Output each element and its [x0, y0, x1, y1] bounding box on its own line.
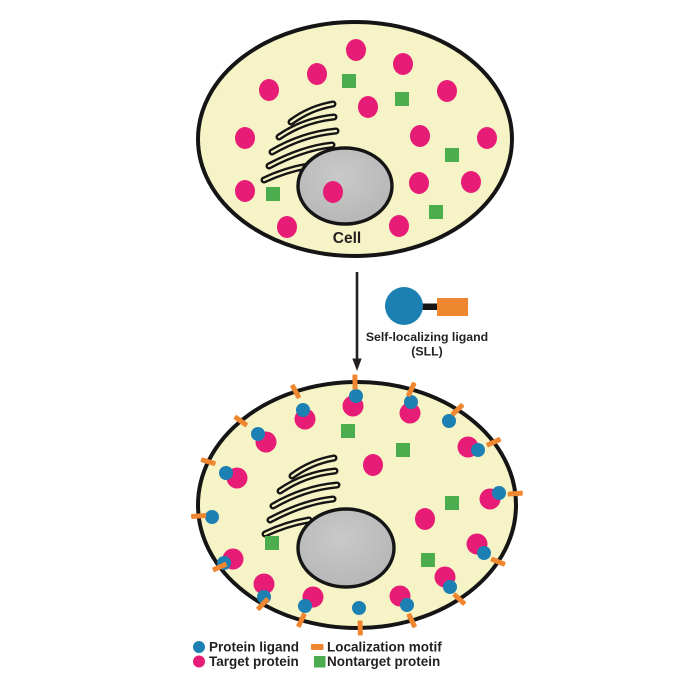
golgi-cisterna-lumen [277, 115, 336, 139]
protein-ligand-dot [298, 599, 312, 613]
legend: Protein ligand Target protein Localizati… [193, 640, 442, 669]
cell-membrane [196, 380, 518, 630]
localization-motif-tick [452, 592, 467, 606]
target-protein-dot [259, 79, 279, 101]
golgi-cisterna-lumen [289, 102, 335, 124]
nontarget-protein-swatch-icon [314, 656, 326, 668]
target-protein-dot [409, 172, 429, 194]
localization-motif-swatch-icon [311, 644, 324, 650]
target-proteins-group [235, 39, 497, 238]
target-protein-dot [253, 573, 275, 595]
target-protein-dot [277, 216, 297, 238]
target-protein-dot [235, 180, 255, 202]
protein-ligand-dot [352, 601, 366, 615]
protein-ligand-swatch-icon [193, 641, 205, 653]
target-protein-dot [461, 171, 481, 193]
localization-motif-tick [352, 374, 358, 390]
protein-ligand-dot [296, 403, 310, 417]
cell-before: Cell [196, 20, 514, 258]
golgi-cisterna-lumen [267, 143, 334, 168]
protein-ligand-dot [471, 443, 485, 457]
target-protein-dot [399, 402, 421, 424]
nontarget-protein-square [395, 92, 409, 106]
nontarget-protein-square [421, 553, 435, 567]
nontarget-protein-square [342, 74, 356, 88]
treatment-arrow [352, 272, 362, 371]
arrow-head-icon [352, 358, 362, 371]
legend-label-nontarget-protein: Nontarget protein [327, 654, 440, 669]
target-protein-dot [363, 454, 383, 476]
nontarget-protein-square [266, 187, 280, 201]
localization-motif-tick [296, 612, 307, 628]
protein-ligand-dot [251, 427, 265, 441]
protein-ligand-dot [349, 389, 363, 403]
target-protein-dot [437, 80, 457, 102]
sll-molecule: Self-localizing ligand (SLL) [366, 287, 488, 359]
protein-ligand-dot [477, 546, 491, 560]
sll-label-line2: (SLL) [411, 345, 442, 359]
golgi-cisterna-lumen [268, 497, 335, 522]
localization-motif-tick [256, 597, 270, 611]
target-protein-dot [358, 96, 378, 118]
protein-ligand-dot [205, 510, 219, 524]
target-protein-dot [477, 127, 497, 149]
nontarget-proteins-group [266, 74, 459, 219]
golgi-cisterna-lumen [290, 456, 336, 478]
protein-ligand-dot [443, 580, 457, 594]
legend-label-protein-ligand: Protein ligand [209, 640, 299, 655]
localization-motif-tick [450, 403, 465, 417]
cell-after [191, 374, 523, 636]
nontarget-proteins-group [265, 424, 459, 567]
target-protein-dot [307, 63, 327, 85]
nuclear-target-protein-dot [323, 181, 343, 203]
cell-label: Cell [333, 230, 361, 247]
nontarget-protein-square [341, 424, 355, 438]
protein-ligand-dot [442, 414, 456, 428]
nucleus [296, 146, 394, 226]
sll-linker [420, 303, 440, 310]
localization-motif-tick [357, 620, 363, 636]
target-protein-dot [235, 127, 255, 149]
protein-ligand-dot [404, 395, 418, 409]
target-protein-dot [393, 53, 413, 75]
target-protein-dot [410, 125, 430, 147]
target-protein-swatch-icon [193, 655, 205, 668]
golgi-apparatus [261, 454, 341, 538]
nontarget-protein-square [445, 496, 459, 510]
protein-ligand-dot [219, 466, 233, 480]
golgi-cisterna-lumen [270, 129, 338, 154]
legend-label-target-protein: Target protein [209, 654, 299, 669]
localization-motif-tick [406, 612, 417, 629]
golgi-cisterna-lumen [278, 469, 337, 493]
protein-ligand-dot [400, 598, 414, 612]
nontarget-protein-square [429, 205, 443, 219]
localization-motif-tick [233, 415, 248, 428]
free-target-proteins-group [363, 454, 435, 530]
nontarget-protein-square [265, 536, 279, 550]
localization-motif-tick [486, 437, 502, 448]
protein-ligand-dot [492, 486, 506, 500]
localization-motif-tick [507, 490, 523, 497]
nontarget-protein-square [445, 148, 459, 162]
target-protein-dot [346, 39, 366, 61]
localization-motif-tick [191, 513, 207, 519]
membrane-complexes-group [191, 374, 523, 636]
target-protein-dot [415, 508, 435, 530]
legend-label-localization-motif: Localization motif [327, 640, 442, 655]
localization-motif-tick [406, 381, 417, 397]
localization-motif-tick [212, 561, 228, 573]
target-protein-dot [389, 215, 409, 237]
localization-motif-block [437, 298, 468, 316]
nucleus [296, 507, 396, 589]
localization-motif-tick [490, 556, 506, 567]
sll-label-line1: Self-localizing ligand [366, 330, 488, 344]
nontarget-protein-square [396, 443, 410, 457]
localization-motif-tick [290, 384, 302, 399]
golgi-cisterna-lumen [271, 483, 339, 508]
golgi-cisterna-lumen [263, 518, 311, 536]
localization-motif-tick [200, 457, 216, 466]
protein-ligand-head [385, 287, 423, 325]
